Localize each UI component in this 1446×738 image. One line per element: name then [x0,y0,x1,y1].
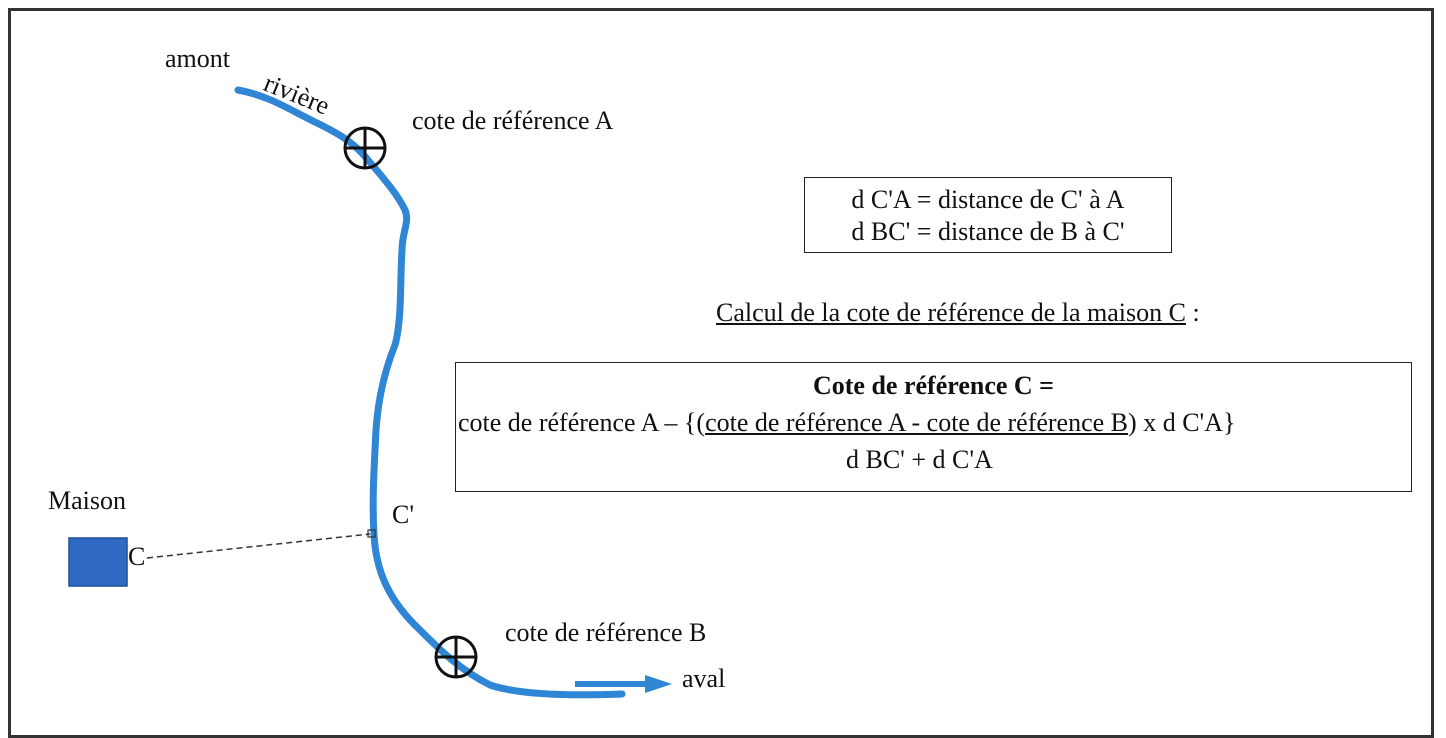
formula-numerator: cote de référence A - cote de référence … [705,408,1129,437]
calc-title-text: Calcul de la cote de référence de la mai… [716,298,1186,327]
projection-line [146,533,371,559]
formula-box: Cote de référence C = cote de référence … [455,362,1412,492]
formula-main-line: cote de référence A – {(cote de référenc… [458,410,1235,436]
maison-label: Maison [48,486,126,515]
calc-title-suffix: : [1185,298,1200,327]
formula-denominator: d BC' + d C'A [846,445,993,474]
formula-suffix: ) x d C'A} [1128,408,1236,437]
formula-prefix: cote de référence A – {( [458,408,706,437]
reference-a-label: cote de référence A [412,106,614,135]
reference-marker-b-icon [434,635,478,679]
reference-marker-a-icon [343,126,387,170]
reference-b-label: cote de référence B [505,618,707,647]
formula-heading: Cote de référence C = [813,371,1054,400]
definition-line-1: d C'A = distance de C' à A [851,185,1125,214]
point-c-label: C [128,542,146,571]
definition-line-2: d BC' = distance de B à C' [851,217,1125,246]
point-c-prime-label: C' [392,500,415,529]
right-angle-mark [367,529,376,538]
amont-label: amont [165,44,230,73]
aval-arrowhead [645,675,672,693]
aval-label: aval [682,664,726,693]
definitions-box: d C'A = distance de C' à A d BC' = dista… [804,177,1172,253]
river-diagram [68,86,672,699]
house-square [68,537,128,587]
calc-title: Calcul de la cote de référence de la mai… [716,300,1200,326]
